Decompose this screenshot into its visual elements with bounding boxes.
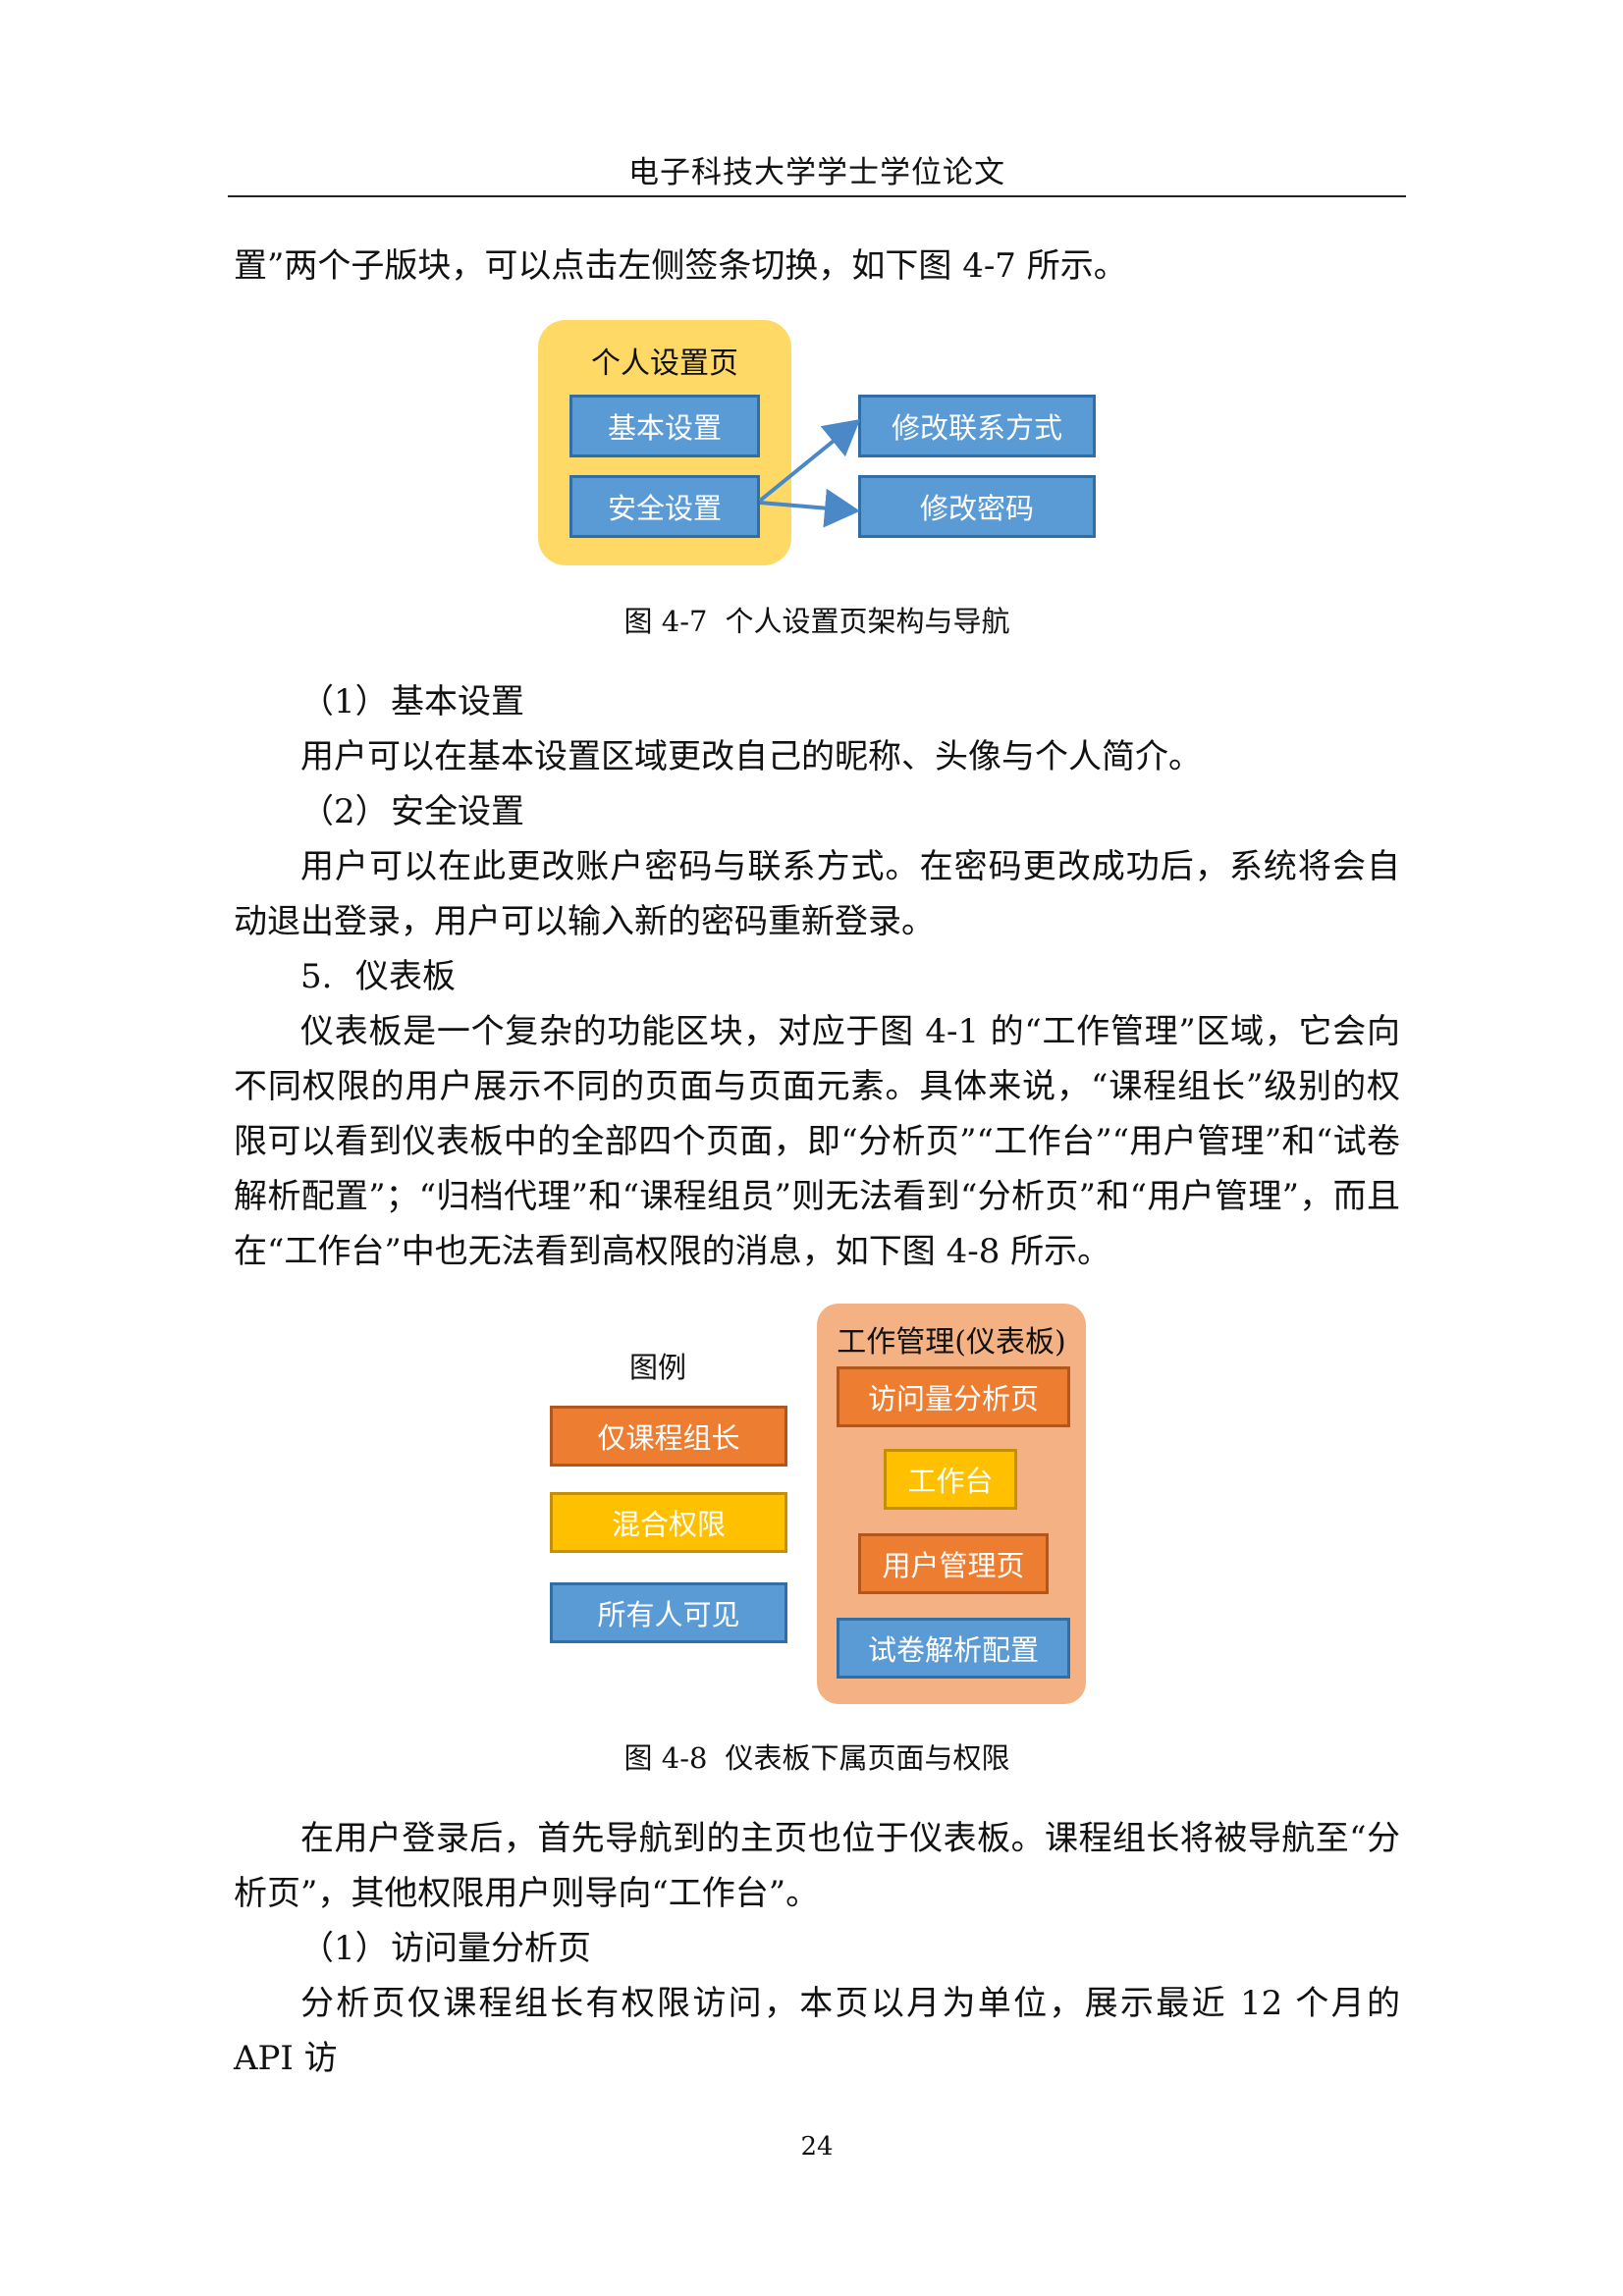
section-middle: （1）基本设置 用户可以在基本设置区域更改自己的昵称、头像与个人简介。 （2）安… bbox=[234, 674, 1400, 1279]
heading-text: 基本设置 bbox=[391, 682, 524, 721]
navigation-arrows bbox=[758, 418, 861, 528]
caption-number: 图 4-8 bbox=[623, 1741, 708, 1775]
heading-dashboard: 5. 仪表板 bbox=[234, 949, 1400, 1004]
legend-leader-only: 仅课程组长 bbox=[550, 1406, 787, 1467]
paragraph-basic-settings: 用户可以在基本设置区域更改自己的昵称、头像与个人简介。 bbox=[300, 737, 1202, 776]
paragraph-analysis-page: 分析页仅课程组长有权限访问，本页以月为单位，展示最近 12 个月的 API 访 bbox=[234, 1984, 1400, 2078]
page-exam-config-box: 试卷解析配置 bbox=[837, 1618, 1070, 1679]
heading-analysis-page: （1）访问量分析页 bbox=[234, 1921, 1400, 1976]
page-workbench-box: 工作台 bbox=[884, 1449, 1017, 1510]
page-users-box: 用户管理页 bbox=[858, 1533, 1049, 1594]
section-bottom: 在用户登录后，首先导航到的主页也位于仪表板。课程组长将被导航至“分析页”，其他权… bbox=[234, 1811, 1400, 2086]
modify-password-box: 修改密码 bbox=[858, 475, 1096, 538]
paragraph-login-navigation: 在用户登录后，首先导航到的主页也位于仪表板。课程组长将被导航至“分析页”，其他权… bbox=[234, 1819, 1400, 1913]
figure-4-8-caption: 图 4-8 仪表板下属页面与权限 bbox=[228, 1735, 1406, 1777]
figure-4-7: 个人设置页 基本设置 安全设置 修改联系方式 修改密码 bbox=[0, 0, 1623, 565]
section-top: 置”两个子版块，可以点击左侧签条切换，如下图 4-7 所示。 bbox=[234, 239, 1400, 294]
basic-settings-box: 基本设置 bbox=[569, 395, 760, 457]
heading-basic-settings: （1）基本设置 bbox=[234, 674, 1400, 729]
figure-4-7-caption: 图 4-7 个人设置页架构与导航 bbox=[228, 599, 1406, 640]
caption-number: 图 4-7 bbox=[623, 605, 708, 638]
heading-text: 访问量分析页 bbox=[391, 1929, 591, 1968]
page-analysis-box: 访问量分析页 bbox=[837, 1366, 1070, 1427]
heading-number: 5. bbox=[300, 957, 333, 996]
running-header: 电子科技大学学士学位论文 bbox=[628, 155, 1005, 190]
heading-text: 安全设置 bbox=[391, 792, 524, 831]
heading-number: （1） bbox=[300, 1929, 389, 1968]
caption-text: 仪表板下属页面与权限 bbox=[725, 1741, 1010, 1775]
header-rule bbox=[228, 195, 1406, 197]
figure-4-8: 图例 仅课程组长 混合权限 所有人可见 工作管理(仪表板) 访问量分析页 工作台… bbox=[0, 0, 1623, 1704]
heading-number: （2） bbox=[300, 792, 389, 831]
paragraph-security-settings: 用户可以在此更改账户密码与联系方式。在密码更改成功后，系统将会自动退出登录，用户… bbox=[234, 847, 1400, 941]
work-management-title: 工作管理(仪表板) bbox=[837, 1325, 1066, 1360]
paragraph-intro: 置”两个子版块，可以点击左侧签条切换，如下图 4-7 所示。 bbox=[234, 246, 1127, 286]
personal-settings-title: 个人设置页 bbox=[591, 347, 738, 381]
modify-contact-box: 修改联系方式 bbox=[858, 395, 1096, 457]
legend-title: 图例 bbox=[628, 1351, 686, 1384]
legend-mixed: 混合权限 bbox=[550, 1492, 787, 1553]
paragraph-dashboard: 仪表板是一个复杂的功能区块，对应于图 4-1 的“工作管理”区域，它会向不同权限… bbox=[234, 1012, 1400, 1271]
legend-everyone: 所有人可见 bbox=[550, 1582, 787, 1643]
security-settings-box: 安全设置 bbox=[569, 475, 760, 538]
page-number: 24 bbox=[800, 2132, 834, 2162]
caption-text: 个人设置页架构与导航 bbox=[725, 605, 1010, 638]
heading-text: 仪表板 bbox=[355, 957, 456, 996]
heading-security-settings: （2）安全设置 bbox=[234, 784, 1400, 839]
heading-number: （1） bbox=[300, 682, 389, 721]
